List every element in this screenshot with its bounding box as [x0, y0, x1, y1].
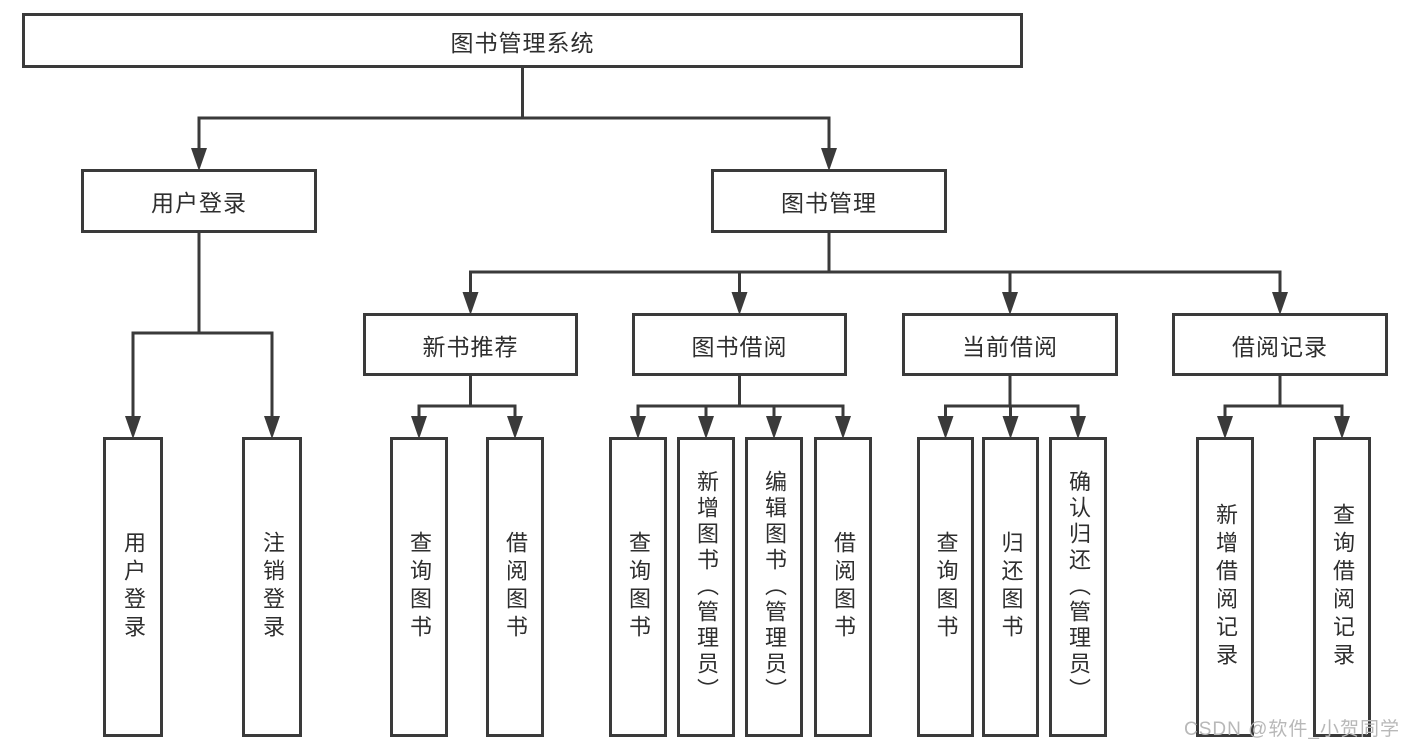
node-leaf-query-2: 查询图书 [609, 437, 667, 737]
node-leaf-borrow-2: 借阅图书 [814, 437, 872, 737]
node-leaf-logout-label: 注销登录 [260, 531, 285, 643]
node-leaf-return-label: 归还图书 [998, 531, 1024, 643]
node-leaf-borrow-2-label: 借阅图书 [831, 531, 856, 643]
node-leaf-logout: 注销登录 [242, 437, 302, 737]
node-leaf-query-record: 查询借阅记录 [1313, 437, 1371, 737]
node-leaf-confirm-return: 确认归还（管理员） [1049, 437, 1107, 737]
node-new-book-rec: 新书推荐 [363, 313, 578, 376]
node-book-mgmt: 图书管理 [711, 169, 947, 233]
node-borrow-records: 借阅记录 [1172, 313, 1388, 376]
node-current-borrow-label: 当前借阅 [962, 333, 1058, 360]
node-leaf-add-book-label: 新增图书（管理员） [694, 470, 719, 704]
node-leaf-borrow-1: 借阅图书 [486, 437, 544, 737]
node-book-borrow: 图书借阅 [632, 313, 847, 376]
node-user-login: 用户登录 [81, 169, 317, 233]
node-root-label: 图书管理系统 [450, 29, 595, 56]
node-borrow-records-label: 借阅记录 [1232, 333, 1328, 360]
node-leaf-add-book: 新增图书（管理员） [677, 437, 735, 737]
node-leaf-return: 归还图书 [982, 437, 1039, 737]
node-leaf-query-2-label: 查询图书 [626, 531, 651, 643]
node-leaf-query-1: 查询图书 [390, 437, 448, 737]
watermark: CSDN @软件_小贺同学 [1184, 719, 1400, 740]
node-book-mgmt-label: 图书管理 [781, 190, 877, 216]
node-leaf-add-record: 新增借阅记录 [1196, 437, 1254, 737]
node-leaf-query-3-label: 查询图书 [933, 531, 959, 643]
node-leaf-user-login-label: 用户登录 [121, 531, 146, 643]
node-current-borrow: 当前借阅 [902, 313, 1118, 376]
node-leaf-query-1-label: 查询图书 [407, 531, 432, 643]
node-leaf-borrow-1-label: 借阅图书 [503, 531, 528, 643]
node-leaf-confirm-return-label: 确认归还（管理员） [1066, 470, 1091, 704]
node-root: 图书管理系统 [22, 13, 1023, 68]
node-leaf-edit-book: 编辑图书（管理员） [745, 437, 803, 737]
node-book-borrow-label: 图书借阅 [691, 333, 788, 360]
node-leaf-query-record-label: 查询借阅记录 [1330, 503, 1355, 671]
node-leaf-edit-book-label: 编辑图书（管理员） [762, 470, 787, 704]
node-leaf-user-login: 用户登录 [103, 437, 163, 737]
node-leaf-query-3: 查询图书 [917, 437, 974, 737]
node-leaf-add-record-label: 新增借阅记录 [1213, 503, 1238, 671]
node-user-login-label: 用户登录 [151, 190, 247, 216]
node-new-book-rec-label: 新书推荐 [422, 333, 519, 360]
